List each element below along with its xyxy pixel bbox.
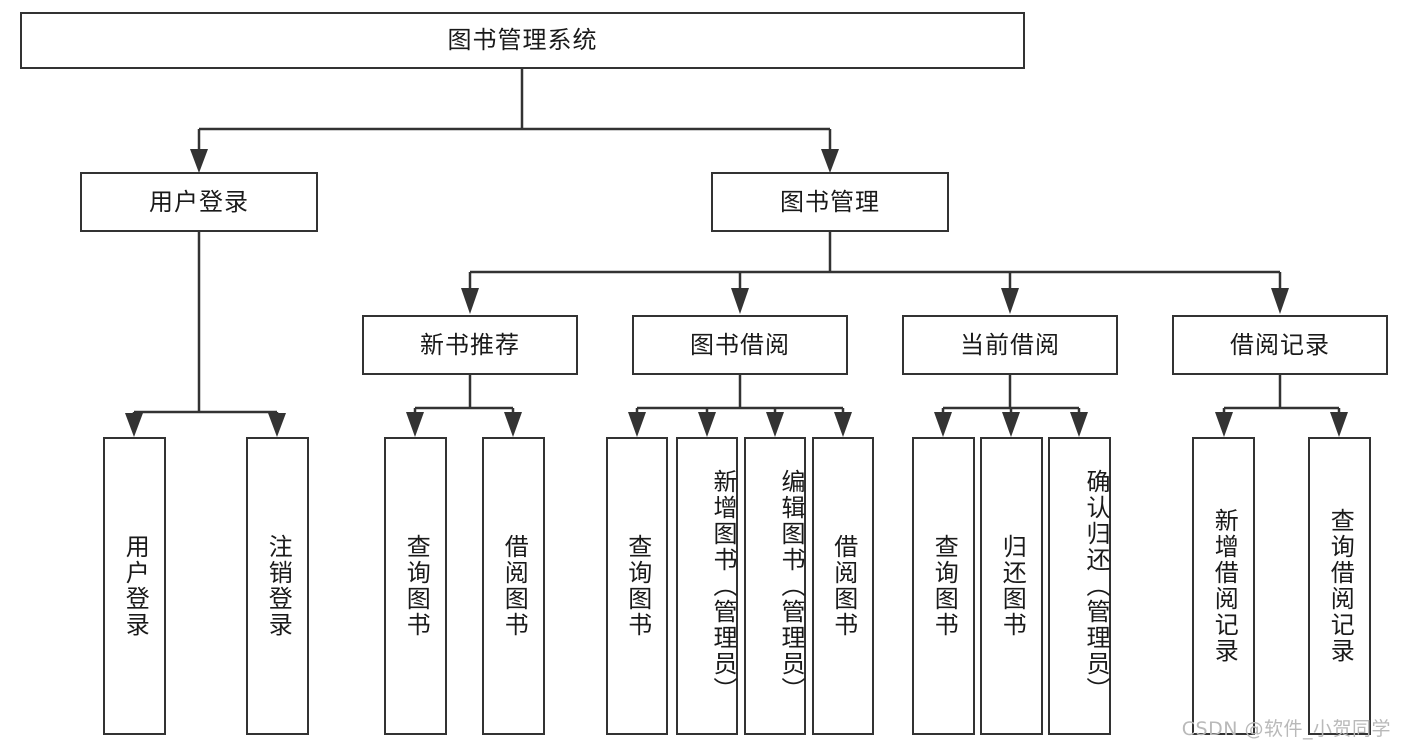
node-book-borrow[interactable]: 图书借阅 (632, 315, 848, 375)
leaf-node-edit-book-admin[interactable]: 编辑图书（管理员） (744, 437, 806, 735)
leaf-node-confirm-return-admin[interactable]: 确认归还（管理员） (1048, 437, 1111, 735)
node-current-borrow[interactable]: 当前借阅 (902, 315, 1118, 375)
leaf-node-borrow-book[interactable]: 借阅图书 (812, 437, 874, 735)
node-root-system[interactable]: 图书管理系统 (20, 12, 1025, 69)
leaf-node-add-borrow-record[interactable]: 新增借阅记录 (1192, 437, 1255, 735)
node-book-manage[interactable]: 图书管理 (711, 172, 949, 232)
leaf-node-query-borrow-record[interactable]: 查询借阅记录 (1308, 437, 1371, 735)
leaf-node-query-book-current[interactable]: 查询图书 (912, 437, 975, 735)
node-borrow-record[interactable]: 借阅记录 (1172, 315, 1388, 375)
leaf-node-logout[interactable]: 注销登录 (246, 437, 309, 735)
csdn-watermark: CSDN @软件_小贺同学 (1181, 718, 1391, 740)
leaf-node-query-book-recommend[interactable]: 查询图书 (384, 437, 447, 735)
leaf-node-query-book-borrow[interactable]: 查询图书 (606, 437, 668, 735)
node-new-book-recommend[interactable]: 新书推荐 (362, 315, 578, 375)
leaf-node-user-login[interactable]: 用户登录 (103, 437, 166, 735)
leaf-node-borrow-book-recommend[interactable]: 借阅图书 (482, 437, 545, 735)
leaf-node-add-book-admin[interactable]: 新增图书（管理员） (676, 437, 738, 735)
node-user-login[interactable]: 用户登录 (80, 172, 318, 232)
leaf-node-return-book[interactable]: 归还图书 (980, 437, 1043, 735)
